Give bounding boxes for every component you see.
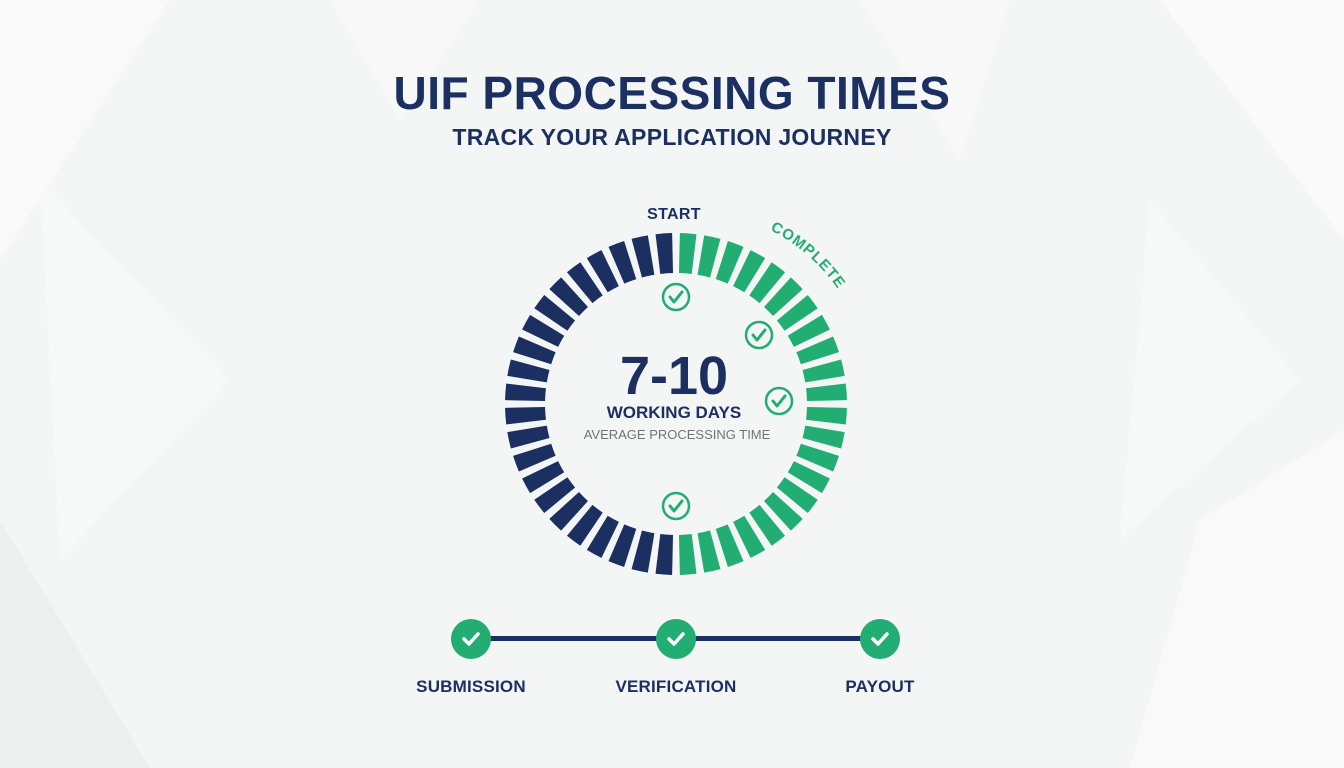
ring-segment-complete	[764, 277, 803, 316]
processing-caption: AVERAGE PROCESSING TIME	[583, 427, 771, 442]
ring-segment-complete	[806, 406, 847, 425]
ring-segment-pending	[513, 443, 556, 472]
ring-segment-pending	[513, 336, 556, 365]
step-label: SUBMISSION	[416, 677, 526, 696]
check-icon	[656, 619, 696, 659]
ring-segment-complete	[802, 359, 845, 383]
ring-segment-complete	[678, 233, 697, 274]
ring-segment-pending	[608, 524, 637, 567]
ring-segment-complete	[733, 515, 766, 558]
start-label: START	[647, 206, 701, 223]
ring-segment-complete	[749, 262, 786, 304]
ring-segment-complete	[787, 314, 830, 347]
ring-segment-pending	[507, 425, 550, 449]
complete-label-path: COMPLETE	[768, 218, 848, 291]
ring-segment-pending	[534, 294, 576, 331]
ring-segment-pending	[608, 241, 637, 284]
processing-days-unit: WORKING DAYS	[606, 403, 742, 422]
ring-segment-complete	[776, 477, 818, 514]
timeline-step-submission: SUBMISSION	[391, 619, 551, 697]
ring-segment-complete	[776, 294, 818, 331]
check-icon	[860, 619, 900, 659]
ring-segment-pending	[549, 492, 588, 531]
ring-segment-complete	[715, 241, 744, 284]
step-label: PAYOUT	[845, 677, 915, 696]
check-icon	[661, 282, 691, 312]
ring-segment-pending	[586, 250, 619, 293]
ring-segment-complete	[796, 443, 839, 472]
ring-segment-pending	[631, 235, 655, 278]
page-title: UIF PROCESSING TIMES	[393, 67, 951, 119]
processing-days-value: 7-10	[619, 346, 729, 406]
ring-segment-complete	[715, 524, 744, 567]
ring-segment-complete	[697, 530, 721, 573]
ring-segment-pending	[505, 383, 546, 402]
ring-segment-pending	[566, 262, 603, 304]
ring-segment-pending	[505, 406, 546, 425]
ring-segment-pending	[549, 277, 588, 316]
ring-segment-complete	[787, 461, 830, 494]
check-icon	[744, 320, 774, 350]
ring-segment-complete	[697, 235, 721, 278]
ring-segment-pending	[655, 534, 674, 575]
ring-segment-pending	[631, 530, 655, 573]
ring-segment-pending	[655, 233, 674, 274]
ring-segment-pending	[522, 461, 565, 494]
page-subtitle: TRACK YOUR APPLICATION JOURNEY	[452, 124, 892, 150]
ring-segment-complete	[733, 250, 766, 293]
check-icon	[764, 386, 794, 416]
timeline-step-verification: VERIFICATION	[596, 619, 756, 697]
ring-segment-complete	[764, 492, 803, 531]
step-label: VERIFICATION	[615, 677, 737, 696]
check-icon	[451, 619, 491, 659]
timeline-step-payout: PAYOUT	[800, 619, 960, 697]
ring-segment-pending	[534, 477, 576, 514]
ring-segment-complete	[749, 504, 786, 546]
check-icon	[661, 491, 691, 521]
ring-segment-pending	[522, 314, 565, 347]
ring-segment-complete	[678, 534, 697, 575]
ring-segment-complete	[802, 425, 845, 449]
complete-label: COMPLETE	[768, 218, 849, 291]
ring-segments	[505, 233, 847, 575]
ring-segment-complete	[806, 383, 847, 402]
ring-segment-pending	[566, 504, 603, 546]
ring-segment-pending	[507, 359, 550, 383]
ring-segment-pending	[586, 515, 619, 558]
ring-segment-complete	[796, 336, 839, 365]
